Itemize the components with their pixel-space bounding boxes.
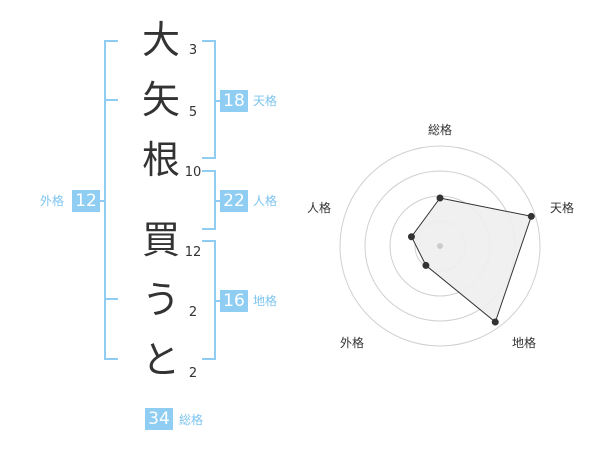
name-char-1: 大 [141,18,180,62]
radar-axis-label-jinkaku: 人格 [307,200,331,215]
chikaku-label: 地格 [253,294,278,308]
tenkaku-label: 天格 [253,94,278,108]
stroke-count-2: 5 [188,105,198,120]
radar-axis-label-gaikaku: 外格 [340,335,364,350]
gaikaku-badge: 12 [72,190,100,212]
radar-axis-label-tenkaku: 天格 [550,200,574,215]
radar-axis-label-chikaku: 地格 [512,335,536,350]
radar-axis-label-soukaku: 総格 [428,122,452,137]
radar-point [527,212,535,220]
stroke-count-3: 10 [184,165,202,180]
chikaku-badge: 16 [220,290,248,312]
gaikaku-label: 外格 [40,194,65,208]
stroke-count-4: 12 [184,245,202,260]
radar-point [491,318,499,326]
name-char-3: 根 [141,138,180,182]
soukaku-badge: 34 [145,408,173,430]
radar-ring [339,145,541,347]
radar-point [407,233,415,241]
soukaku-label: 総格 [179,413,204,427]
jinkaku-label: 人格 [253,194,278,208]
name-char-5: う [141,278,180,322]
stroke-count-5: 2 [188,305,198,320]
tenkaku-badge: 18 [220,90,248,112]
name-char-2: 矢 [141,78,180,122]
name-char-4: 買 [141,218,180,262]
radar-point [436,194,444,202]
jinkaku-badge: 22 [220,190,248,212]
stroke-count-1: 3 [188,43,198,58]
stroke-count-6: 2 [188,366,198,381]
name-char-6: と [141,338,180,382]
radar-polygon [410,197,532,323]
radar-center-dot [437,243,443,249]
radar-point [422,261,430,269]
